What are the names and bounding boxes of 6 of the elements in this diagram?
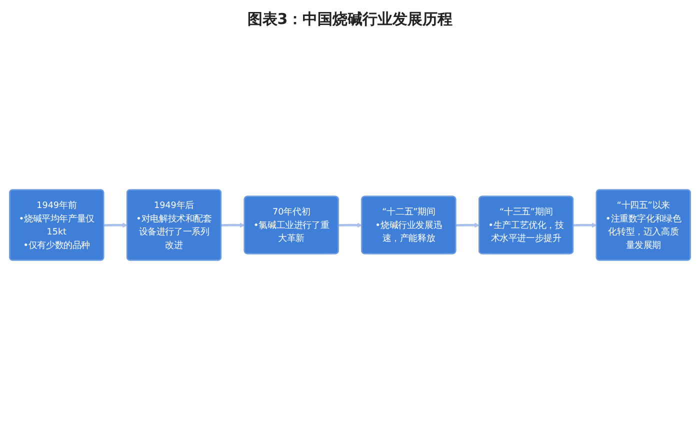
arrow <box>221 222 245 228</box>
diagram-title: 图表3：中国烧碱行业发展历程 <box>246 10 454 29</box>
arrow <box>573 222 597 228</box>
arrow <box>338 222 362 228</box>
arrow <box>456 222 480 228</box>
arrow <box>104 222 128 228</box>
